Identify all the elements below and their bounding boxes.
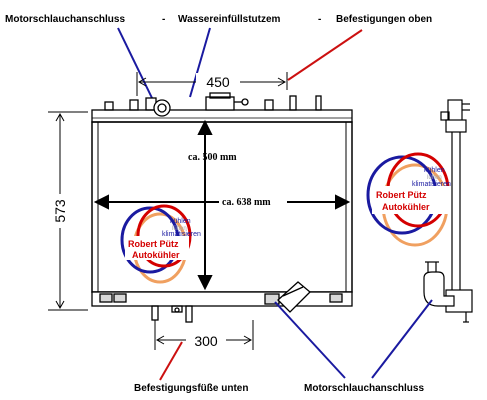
label-water-filler: Wassereinfüllstutzem (178, 14, 281, 25)
logo-right-line1: kühlen (424, 167, 445, 174)
callout-mounts-top (287, 29, 363, 81)
label-mount-feet-bottom: Befestigungsfüße unten (134, 383, 248, 394)
logo-center: kühlen lüften klimatisieren Robert Pütz … (120, 204, 201, 284)
dim-300-label: 300 (194, 333, 218, 349)
callout-motor-hose-top (117, 27, 153, 99)
callout-motor-hose-bottom-left (274, 301, 346, 379)
dim-638-bg (219, 196, 287, 208)
logo-center-line2: lüften (172, 226, 187, 232)
top-tank (91, 92, 353, 123)
dim-573-label: 573 (52, 199, 68, 223)
bottom-tank (91, 281, 353, 323)
label-motor-hose-top: Motorschlauchanschluss (5, 14, 125, 25)
dim-300-bg (186, 332, 226, 348)
logo-right-line5: Autokühler (382, 202, 430, 212)
logo-center-line1: kühlen (170, 218, 191, 225)
callout-water-filler (189, 27, 211, 98)
dim-500-label: ca. 500 mm (188, 152, 237, 163)
logo-right-line3: klimatisieren (412, 181, 451, 188)
callout-mount-feet (159, 341, 183, 381)
side-view (423, 99, 473, 323)
logo-right-line4: Robert Pütz (376, 190, 427, 200)
logo-center-line4: Robert Pütz (128, 239, 179, 249)
label-motor-hose-bottom: Motorschlauchanschluss (304, 383, 424, 394)
callout-motor-hose-bottom-right (371, 299, 433, 379)
label-sep-1: - (162, 14, 165, 25)
label-sep-2: - (318, 14, 321, 25)
label-mounts-top: Befestigungen oben (336, 14, 432, 25)
dim-638-label: ca. 638 mm (222, 197, 271, 208)
dim-573-bg (51, 194, 69, 228)
logo-center-line5: Autokühler (132, 250, 180, 260)
dim-450-label: 450 (206, 74, 230, 90)
dimension-500 (197, 119, 213, 291)
logo-right: kühlen lüften klimatisieren Robert Pütz … (366, 152, 451, 247)
logo-right-line2: lüften (427, 175, 442, 181)
dim-450-bg (196, 73, 240, 90)
logo-center-line3: klimatisieren (162, 231, 201, 238)
